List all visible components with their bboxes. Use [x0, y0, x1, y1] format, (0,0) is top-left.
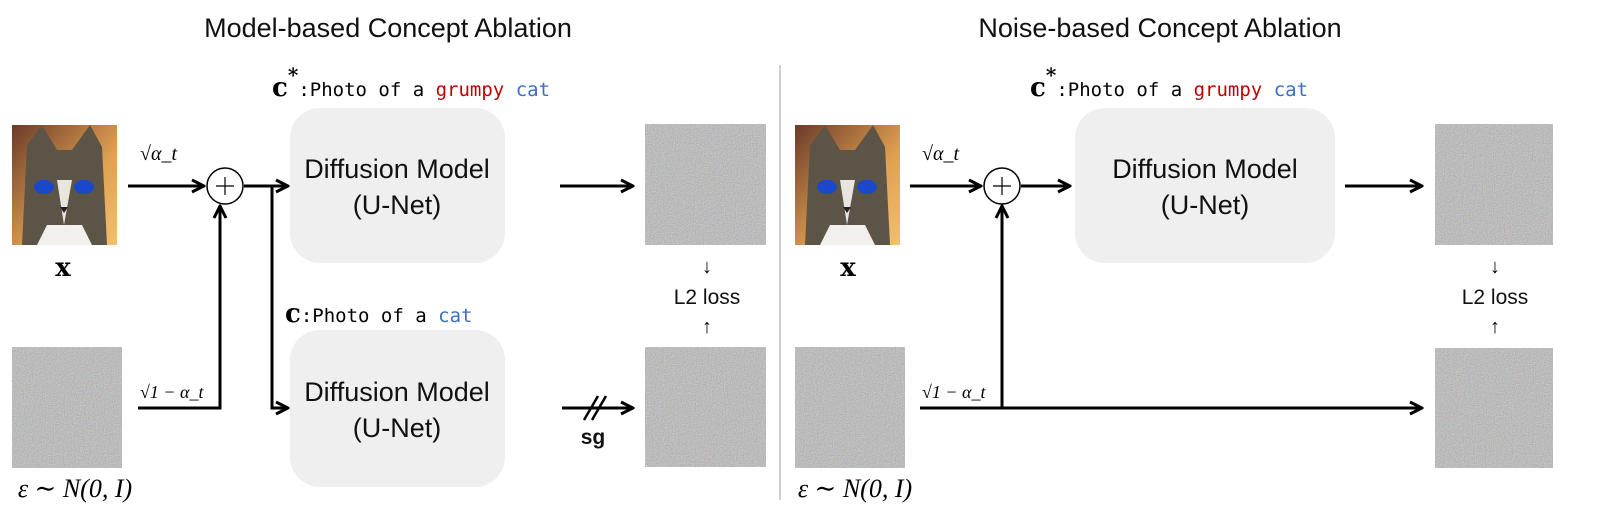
cat-image: [12, 125, 117, 245]
noise-prediction-bottom: [644, 346, 767, 468]
noise-image: [794, 346, 906, 469]
model-label: Diffusion Model: [304, 377, 490, 407]
diffusion-model-box-bottom: [290, 330, 505, 487]
noise-label: ε ∼ N(0, I): [18, 474, 132, 503]
plus-icon: [993, 177, 1011, 195]
noise-prediction: [1434, 123, 1554, 246]
arrow: [270, 186, 288, 408]
stopgrad-icon: [582, 395, 608, 421]
diffusion-model-box-top: [290, 108, 505, 263]
stopgrad-label: sg: [581, 426, 606, 449]
anchor-prompt: c*:Photo of a grumpy cat: [1030, 63, 1308, 103]
noise-prediction-top: [644, 123, 767, 246]
loss-label: L2 loss: [674, 286, 741, 309]
loss-label: L2 loss: [1462, 286, 1529, 309]
target-prompt: c:Photo of a cat: [285, 299, 472, 329]
model-sublabel: (U-Net): [353, 413, 442, 443]
image-label: x: [55, 253, 71, 283]
up-arrow-icon: ↑: [1490, 316, 1500, 338]
cat-image: [795, 125, 900, 245]
plus-icon: [216, 177, 234, 195]
panel-title: Model-based Concept Ablation: [204, 13, 572, 43]
model-label: Diffusion Model: [1112, 154, 1298, 184]
up-arrow-icon: ↑: [702, 316, 712, 338]
model-sublabel: (U-Net): [353, 190, 442, 220]
panel-title: Noise-based Concept Ablation: [978, 13, 1341, 43]
noise-image: [11, 346, 123, 469]
arrow: [138, 206, 220, 410]
model-based-panel: Model-based Concept Ablation c*:Photo of…: [11, 13, 767, 503]
noise-based-panel: Noise-based Concept Ablation c*:Photo of…: [794, 13, 1554, 503]
coef-noise: √1 − α_t: [922, 382, 986, 402]
down-arrow-icon: ↓: [1490, 256, 1500, 278]
coef-image: √α_t: [922, 143, 959, 165]
diffusion-model-box: [1075, 108, 1335, 263]
anchor-prompt: c*:Photo of a grumpy cat: [272, 63, 550, 103]
down-arrow-icon: ↓: [702, 256, 712, 278]
model-label: Diffusion Model: [304, 154, 490, 184]
coef-image: √α_t: [140, 143, 177, 165]
image-label: x: [840, 253, 856, 283]
noise-label: ε ∼ N(0, I): [798, 474, 912, 503]
model-sublabel: (U-Net): [1161, 190, 1250, 220]
coef-noise: √1 − α_t: [140, 382, 204, 402]
noise-target: [1434, 347, 1554, 469]
